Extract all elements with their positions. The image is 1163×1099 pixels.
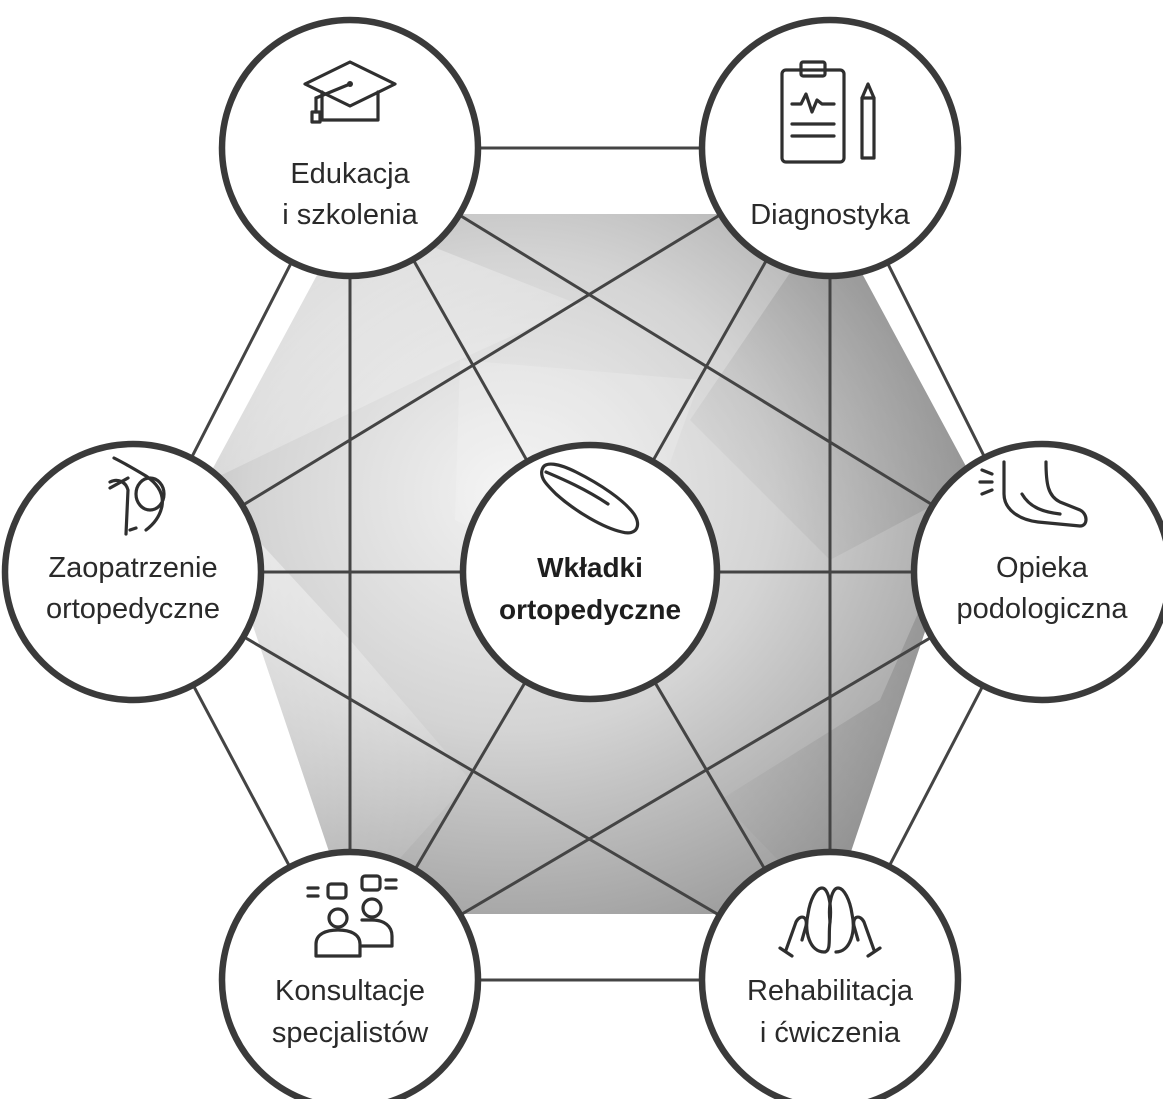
graduation-cap-icon bbox=[303, 60, 397, 124]
clipboard-icon bbox=[780, 60, 876, 164]
foot-icon bbox=[978, 460, 1088, 528]
node-rehabilitacja: Rehabilitacja i ćwiczenia bbox=[698, 848, 962, 1099]
node-konsultacje: Konsultacje specjalistów bbox=[218, 848, 482, 1099]
consultation-icon bbox=[306, 874, 398, 958]
node-diagnostyka-label: Diagnostyka bbox=[750, 199, 910, 231]
node-rehabilitacja-line2: i ćwiczenia bbox=[760, 1017, 901, 1049]
node-edukacja: Edukacja i szkolenia bbox=[218, 16, 482, 280]
node-edukacja-line1: Edukacja bbox=[290, 158, 410, 190]
node-konsultacje-line2: specjalistów bbox=[272, 1017, 429, 1049]
node-opieka-line2: podologiczna bbox=[957, 593, 1129, 625]
node-zaopatrzenie-line1: Zaopatrzenie bbox=[48, 552, 217, 584]
center-label-line2: ortopedyczne bbox=[499, 594, 681, 625]
node-rehabilitacja-line1: Rehabilitacja bbox=[747, 975, 914, 1007]
node-edukacja-line2: i szkolenia bbox=[282, 199, 418, 231]
node-zaopatrzenie: Zaopatrzenie ortopedyczne bbox=[1, 440, 265, 704]
hands-feet-icon bbox=[778, 886, 882, 958]
node-opieka: Opieka podologiczna bbox=[910, 440, 1163, 704]
node-opieka-line1: Opieka bbox=[996, 552, 1089, 584]
node-diagnostyka: Diagnostyka bbox=[698, 16, 962, 280]
center-node: Wkładki ortopedyczne bbox=[459, 441, 721, 703]
node-konsultacje-line1: Konsultacje bbox=[275, 975, 425, 1007]
insole-icon bbox=[540, 462, 640, 535]
center-label-line1: Wkładki bbox=[537, 552, 643, 583]
knee-brace-icon bbox=[108, 456, 166, 536]
node-zaopatrzenie-line2: ortopedyczne bbox=[46, 593, 220, 625]
